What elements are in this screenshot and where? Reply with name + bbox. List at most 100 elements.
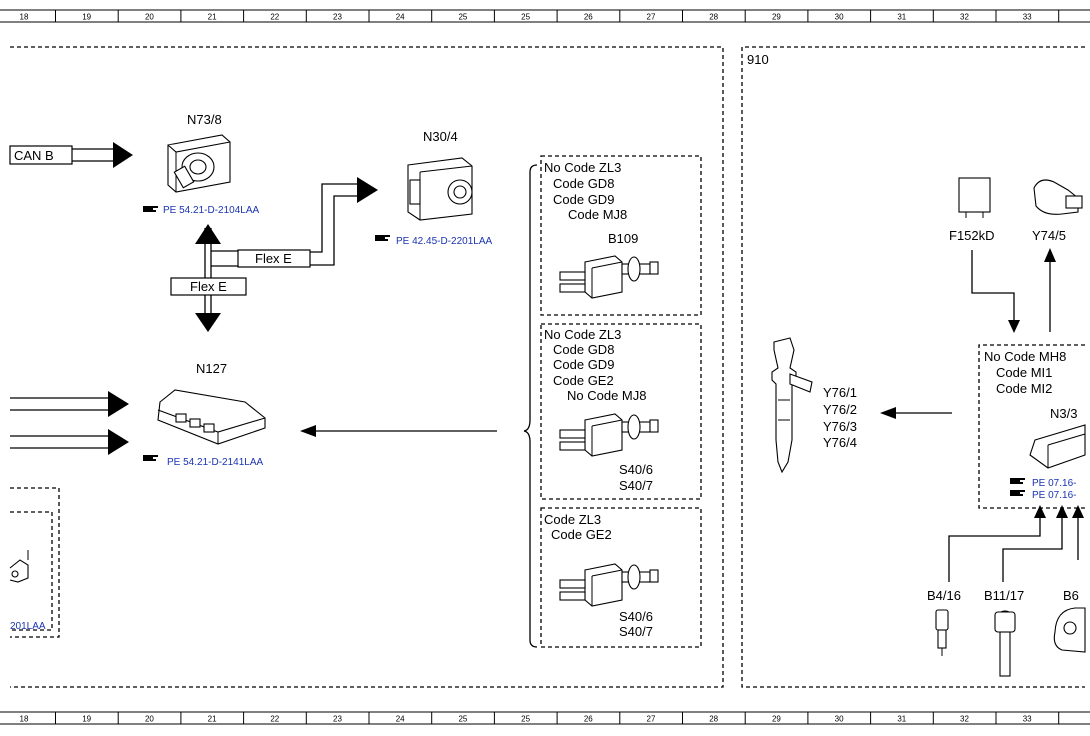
ruler-column-label: 25 (521, 13, 530, 22)
ruler-column-label: 22 (270, 715, 279, 724)
n3-line-2: Code MI1 (996, 365, 1052, 380)
ruler-column-label: 23 (333, 13, 342, 22)
f152kd-relay: F152kD (949, 177, 1020, 333)
injector: Y76/1 Y76/2 Y76/3 Y76/4 (771, 337, 952, 474)
ruler-column-label: 20 (145, 13, 154, 22)
variant-3-part-2: S40/7 (619, 624, 653, 639)
section-label: 910 (747, 52, 769, 67)
ruler-column-label: 32 (960, 13, 969, 22)
flex-e-top-label: Flex E (255, 251, 292, 266)
sensor-b11-17-label: B11/17 (984, 588, 1024, 603)
n127-module: N127 PE 54.21-D-2141LAA (10, 361, 497, 468)
variant-2-part-2: S40/7 (619, 478, 653, 493)
n3-3-module: No Code MH8 Code MI1 Code MI2 N3/3 PE 07… (978, 344, 1086, 509)
ruler-column-label: 21 (208, 715, 217, 724)
variant-1-line-3: Code GD9 (553, 192, 614, 207)
ruler-column-label: 29 (772, 715, 781, 724)
injector-label-2: Y76/2 (823, 402, 857, 417)
variant-3-line-1: Code ZL3 (544, 512, 601, 527)
variant-2-line-5: No Code MJ8 (567, 388, 646, 403)
ruler-column-label: 22 (270, 13, 279, 22)
variant-1-line-4: Code MJ8 (568, 207, 627, 222)
can-b-label: CAN B (14, 148, 54, 163)
ruler-column-label: 28 (709, 13, 718, 22)
injector-label-3: Y76/3 (823, 419, 857, 434)
manual-reference-icon (143, 455, 158, 461)
left-ref[interactable]: 201LAA (10, 621, 46, 632)
ruler-column-label: 30 (835, 13, 844, 22)
variant-1-part-1: B109 (608, 231, 638, 246)
variant-2-line-3: Code GD9 (553, 357, 614, 372)
ruler-column-label: 33 (1023, 13, 1032, 22)
ruler-column-label: 25 (458, 715, 467, 724)
ruler-column-label: 19 (82, 13, 91, 22)
n3-line-1: No Code MH8 (984, 349, 1066, 364)
ruler-column-label: 23 (333, 715, 342, 724)
variant-2-line-4: Code GE2 (553, 373, 614, 388)
switch-connector-icon (559, 255, 659, 299)
variant-brace (523, 164, 538, 648)
variant-2-part-1: S40/6 (619, 462, 653, 477)
variant-box-1: No Code ZL3 Code GD8 Code GD9 Code MJ8 B… (540, 155, 702, 316)
variant-1-line-2: Code GD8 (553, 176, 614, 191)
ruler-column-label: 19 (82, 715, 91, 724)
ruler-column-label: 25 (521, 715, 530, 724)
n30-4-ref[interactable]: PE 42.45-D-2201LAA (396, 236, 493, 247)
lower-left-block: 201LAA (9, 487, 60, 638)
sensor-b4-16: B4/16 (927, 588, 961, 656)
variant-3-line-2: Code GE2 (551, 527, 612, 542)
y74-5-label: Y74/5 (1032, 228, 1066, 243)
ruler-column-label: 31 (897, 13, 906, 22)
manual-reference-icon (143, 206, 158, 212)
ruler-column-label: 32 (960, 715, 969, 724)
ruler-column-label: 24 (396, 13, 405, 22)
flex-e-wiring: Flex E Flex E (170, 177, 378, 332)
n30-4-label: N30/4 (423, 129, 458, 144)
ruler-column-label: 24 (396, 715, 405, 724)
variant-box-2: No Code ZL3 Code GD8 Code GD9 Code GE2 N… (540, 323, 702, 500)
variant-box-3: Code ZL3 Code GE2 S40/6 S40/7 (540, 507, 702, 648)
variant-3-part-1: S40/6 (619, 609, 653, 624)
ruler-column-label: 26 (584, 13, 593, 22)
can-b-bus: CAN B (9, 142, 133, 168)
ruler-column-label: 27 (647, 715, 656, 724)
manual-reference-icon (375, 235, 390, 241)
variant-2-line-1: No Code ZL3 (544, 327, 621, 342)
n3-ref-2[interactable]: PE 07.16- (1032, 490, 1076, 501)
switch-connector-icon (559, 413, 659, 457)
ruler-column-label: 26 (584, 715, 593, 724)
sensor-wiring (948, 505, 1084, 582)
ruler-column-label: 20 (145, 715, 154, 724)
n3-line-3: Code MI2 (996, 381, 1052, 396)
ruler-column-label: 18 (20, 13, 29, 22)
n73-8-ignition-switch: N73/8 PE 54.21-D-2104LAA (143, 112, 260, 216)
n127-ref[interactable]: PE 54.21-D-2141LAA (167, 457, 264, 468)
sensor-b6-label: B6 (1063, 588, 1079, 603)
n3-ref-1[interactable]: PE 07.16- (1032, 478, 1076, 489)
ruler-column-label: 27 (647, 13, 656, 22)
left-section-border (10, 46, 724, 688)
variant-2-line-2: Code GD8 (553, 342, 614, 357)
ruler-column-label: 28 (709, 715, 718, 724)
manual-reference-icon (1010, 490, 1025, 496)
n73-8-label: N73/8 (187, 112, 222, 127)
n30-4-module: N30/4 PE 42.45-D-2201LAA (375, 129, 493, 247)
right-section-border (741, 46, 1085, 688)
sensor-b11-17: B11/17 (984, 588, 1024, 677)
variant-1-line-1: No Code ZL3 (544, 160, 621, 175)
injector-label-1: Y76/1 (823, 385, 857, 400)
ruler-column-label: 33 (1023, 715, 1032, 724)
ruler-column-label: 25 (458, 13, 467, 22)
n73-8-ref[interactable]: PE 54.21-D-2104LAA (163, 205, 260, 216)
sensor-b6: B6 (1053, 588, 1086, 653)
f152kd-label: F152kD (949, 228, 995, 243)
sensor-b4-16-label: B4/16 (927, 588, 961, 603)
ruler-column-label: 18 (20, 715, 29, 724)
n3-3-label: N3/3 (1050, 406, 1077, 421)
manual-reference-icon (1010, 478, 1025, 484)
y74-5-valve: Y74/5 (1032, 179, 1083, 332)
flex-e-bottom-label: Flex E (190, 279, 227, 294)
